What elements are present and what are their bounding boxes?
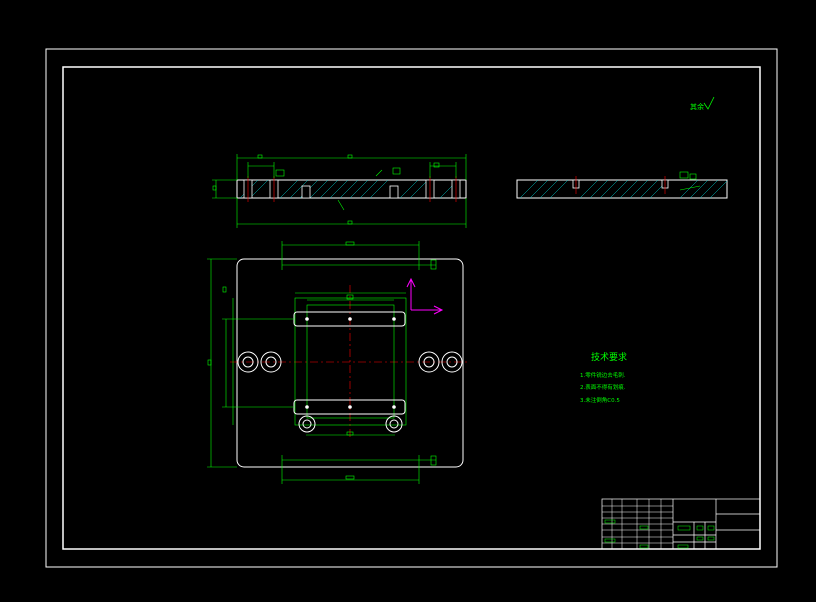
front-hatch <box>239 179 459 199</box>
inner-frame <box>62 66 761 550</box>
outer-frame <box>45 48 778 568</box>
plan-view <box>207 241 470 484</box>
surface-note-text: 其余 <box>690 102 704 111</box>
tech-item-1: 1.零件锐边去毛刺. <box>580 371 626 379</box>
surface-roughness-note: 其余 <box>690 96 715 111</box>
roughness-symbol-icon <box>703 96 715 110</box>
front-dimensions <box>212 154 467 228</box>
plan-dimensions <box>207 241 437 484</box>
front-section-view <box>212 154 467 228</box>
title-block <box>601 498 761 550</box>
side-section-view <box>516 171 728 199</box>
tech-item-2: 2.表面不得有划痕. <box>580 383 626 391</box>
technical-requirements: 技术要求 1.零件锐边去毛刺. 2.表面不得有划痕. 3.未注倒角C0.5 <box>580 351 627 404</box>
tech-item-3: 3.未注倒角C0.5 <box>580 396 620 404</box>
ucs-axis-icon <box>406 277 444 315</box>
tech-title: 技术要求 <box>591 351 627 363</box>
